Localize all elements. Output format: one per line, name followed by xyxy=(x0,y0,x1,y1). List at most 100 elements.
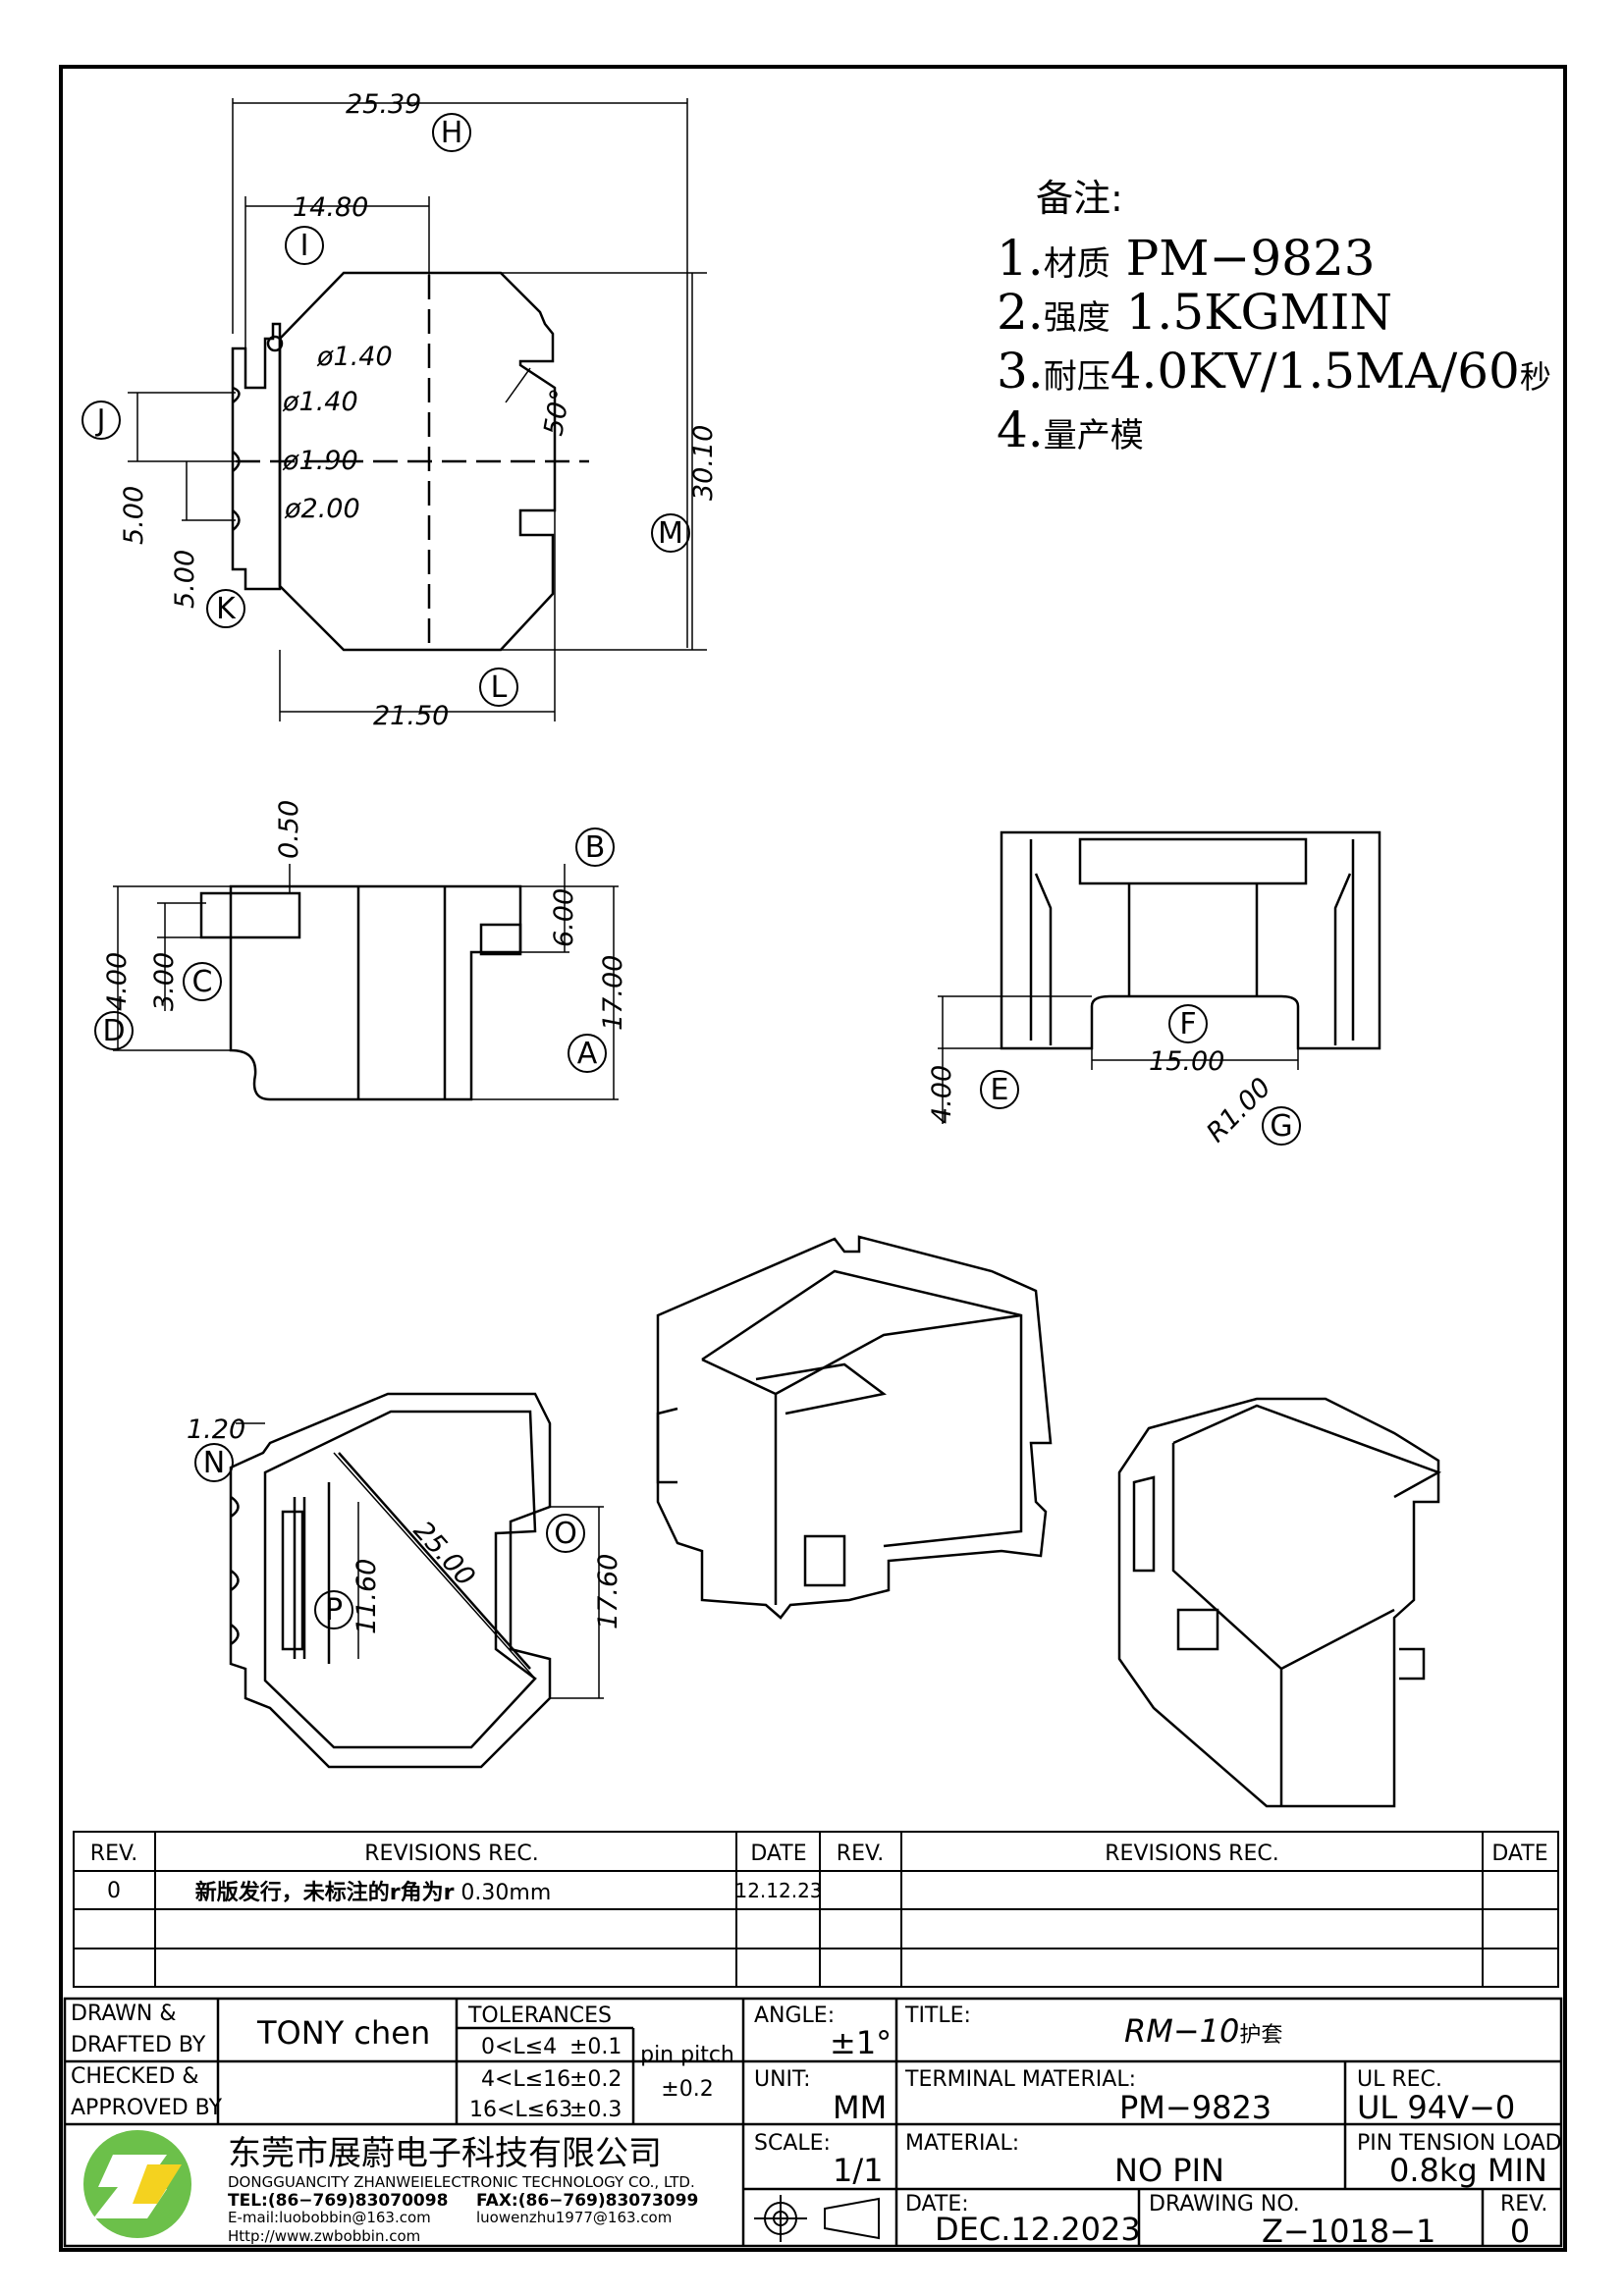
callout-i-circle xyxy=(285,226,324,265)
date-value: DEC.12.2023 xyxy=(935,2211,1141,2248)
isometric-view-1 xyxy=(656,1235,1053,1620)
dim-0-50: 0.50 xyxy=(274,800,304,859)
drawn-label-2: DRAFTED BY xyxy=(71,2033,206,2057)
drawing-no-value: Z−1018−1 xyxy=(1262,2213,1435,2250)
material-value: NO PIN xyxy=(1114,2152,1224,2189)
front-view xyxy=(938,830,1381,1124)
sheet-border xyxy=(59,65,1567,2252)
front-view-callouts xyxy=(980,1004,1301,1146)
hole-label-1: ø1.40 xyxy=(316,342,393,372)
callout-h-circle xyxy=(432,113,471,152)
rev-header-right: REV. xyxy=(837,1842,884,1866)
company-email: E-mail:luobobbin@163.com xyxy=(228,2209,431,2226)
dim-15-00: 15.00 xyxy=(1149,1046,1224,1077)
title-value: RM−10护套 xyxy=(1124,2012,1282,2050)
callout-b: B xyxy=(585,830,606,865)
callout-h: H xyxy=(441,116,463,150)
company-email-2: luowenzhu1977@163.com xyxy=(476,2209,672,2226)
company-name-en: DONGGUANCITY ZHANWEIELECTRONIC TECHNOLOG… xyxy=(228,2173,695,2191)
ul-label: UL REC. xyxy=(1357,2067,1442,2092)
tol-range-1: 0<L≤4 xyxy=(481,2035,557,2059)
material-label: MATERIAL: xyxy=(905,2131,1019,2156)
callout-l-circle xyxy=(479,667,518,707)
title-block-text: DRAWN & DRAFTED BY TONY chen CHECKED & A… xyxy=(71,2002,1569,2250)
scale-label: SCALE: xyxy=(754,2131,831,2156)
unit-value: MM xyxy=(833,2089,887,2126)
revisions-table-text: REV. REVISIONS REC. DATE REV. REVISIONS … xyxy=(90,1842,1548,1905)
side-view-outline xyxy=(229,884,522,1101)
dim-21-50: 21.50 xyxy=(373,701,449,731)
revisions-header-left: REVISIONS REC. xyxy=(364,1842,538,1866)
callout-j: J xyxy=(95,403,106,438)
company-name-cn: 东莞市展蔚电子科技有限公司 xyxy=(228,2134,662,2173)
pin-pitch-value: ±0.2 xyxy=(661,2077,713,2102)
drawn-label-1: DRAWN & xyxy=(71,2002,177,2026)
side-view-tab-right xyxy=(479,923,522,956)
dim-5-00b: 5.00 xyxy=(170,550,200,609)
tol-range-2: 4<L≤16 xyxy=(481,2067,570,2092)
top-view-pin-strip xyxy=(231,322,282,591)
callout-e: E xyxy=(991,1073,1009,1107)
date-header-left: DATE xyxy=(750,1842,806,1866)
hole-label-3: ø1.90 xyxy=(282,446,358,476)
top-view-callout-text: H I J K L M xyxy=(95,116,683,705)
callout-c: C xyxy=(192,965,213,999)
tol-range-3: 16<L≤63 xyxy=(469,2098,572,2122)
notes-block: 备注: 1.材质 PM−9823 2.强度 1.5KGMIN 3.耐压4.0KV… xyxy=(997,177,1551,458)
side-view-callouts xyxy=(94,828,615,1073)
dim-4-00: 4.00 xyxy=(102,952,133,1011)
top-view-dim-lines xyxy=(128,98,707,721)
ul-value: UL 94V−0 xyxy=(1357,2089,1515,2126)
company-fax: FAX:(86−769)83073099 xyxy=(476,2191,698,2211)
dim-6-00: 6.00 xyxy=(549,888,579,947)
drawn-value: TONY chen xyxy=(256,2014,430,2052)
dim-25-00: 25.00 xyxy=(407,1516,481,1592)
revisions-header-right: REVISIONS REC. xyxy=(1105,1842,1278,1866)
rev-value: 0 xyxy=(1510,2213,1530,2250)
rev-header-left: REV. xyxy=(90,1842,137,1866)
callout-g: G xyxy=(1270,1109,1292,1144)
dim-14-80: 14.80 xyxy=(293,192,368,223)
callout-k-circle xyxy=(206,589,245,628)
title-block xyxy=(63,1997,1563,2248)
projection-symbol-icon xyxy=(754,2195,880,2242)
company-tel: TEL:(86−769)83070098 xyxy=(228,2191,448,2211)
rev-row-0-date: 12.12.23 xyxy=(734,1879,822,1902)
dim-17-60: 17.60 xyxy=(593,1554,623,1629)
note-2: 2.强度 1.5KGMIN xyxy=(997,284,1392,341)
tol-value-3: ±0.3 xyxy=(569,2098,622,2122)
dim-1-20: 1.20 xyxy=(187,1415,245,1445)
callout-i: I xyxy=(300,229,309,263)
callout-j-circle xyxy=(81,400,121,440)
hole-label-2: ø1.40 xyxy=(282,387,358,417)
tol-value-2: ±0.2 xyxy=(569,2067,622,2092)
side-view-dim-lines xyxy=(113,864,619,1100)
dim-17-00: 17.00 xyxy=(598,955,628,1031)
tol-value-1: ±0.1 xyxy=(569,2035,622,2059)
rev-label: REV. xyxy=(1500,2192,1547,2216)
rev-row-0-text: 新版发行，未标注的r角为r 0.30mm xyxy=(195,1880,552,1905)
checked-label-1: CHECKED & xyxy=(71,2064,199,2089)
pin-tension-value: 0.8kg MIN xyxy=(1389,2152,1547,2189)
callout-a: A xyxy=(577,1037,598,1071)
callout-m-circle xyxy=(651,513,690,553)
top-view-callouts xyxy=(81,113,690,707)
front-view-dim-lines xyxy=(938,995,1299,1124)
front-view-outline xyxy=(1000,830,1381,1050)
revisions-table xyxy=(73,1831,1559,1988)
note-3: 3.耐压4.0KV/1.5MA/60秒 xyxy=(997,343,1551,400)
company-web: Http://www.zwbobbin.com xyxy=(228,2227,420,2245)
notes-heading: 备注: xyxy=(1036,177,1123,220)
bottom-view-callouts xyxy=(194,1443,585,1629)
hole-label-4: ø2.00 xyxy=(284,494,360,524)
top-view xyxy=(128,98,707,721)
company-logo-icon xyxy=(83,2130,191,2238)
side-view xyxy=(113,864,619,1101)
angle-value: ±1° xyxy=(830,2024,892,2061)
callout-p: P xyxy=(325,1593,343,1628)
company-info: 东莞市展蔚电子科技有限公司 DONGGUANCITY ZHANWEIELECTR… xyxy=(228,2134,698,2245)
callout-m: M xyxy=(658,516,683,551)
bottom-view xyxy=(229,1392,604,1769)
dim-3-00: 3.00 xyxy=(149,952,180,1011)
